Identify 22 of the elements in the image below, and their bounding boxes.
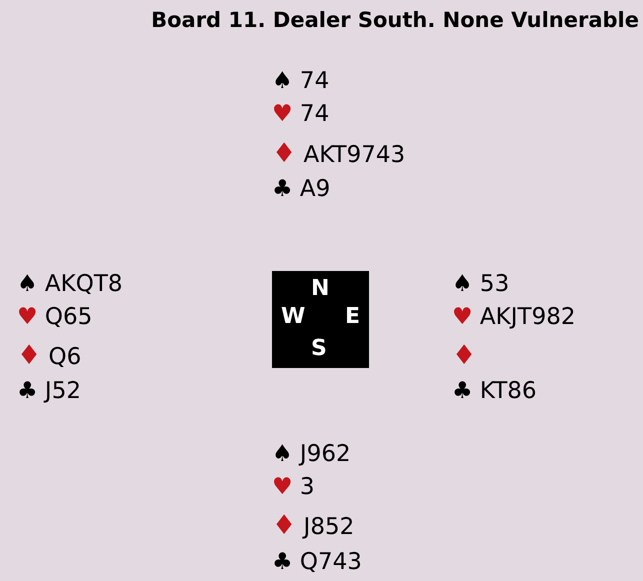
compass-direction: S [311, 337, 327, 361]
compass-box [272, 271, 369, 368]
hand-suit-holding: ♣ Q743 [272, 548, 362, 576]
hand-suit-holding: ♠ AKQT8 [17, 270, 123, 298]
hand-suit-holding: ♠ 53 [452, 270, 510, 298]
hand-suit-holding: ♠ 74 [272, 67, 330, 95]
hand-suit-holding: ♣ A9 [272, 175, 330, 203]
hand-suit-holding: ♣ KT86 [452, 377, 537, 405]
compass-direction: E [345, 305, 360, 329]
hand-suit-holding: ♥ AKJT982 [452, 303, 576, 331]
hand-suit-holding: ♥ Q65 [17, 303, 92, 331]
hand-suit-holding: ♥ 74 [272, 100, 330, 128]
hand-suit-holding: ♣ J52 [17, 377, 81, 405]
compass-direction: W [281, 305, 306, 329]
hand-suit-holding: ♥ 3 [272, 473, 315, 501]
compass-direction: N [311, 277, 330, 301]
hand-suit-holding: ♦ [452, 342, 476, 370]
hand-suit-holding: ♦ AKT9743 [272, 140, 406, 169]
hand-suit-holding: ♠ J962 [272, 440, 351, 468]
title: Board 11. Dealer South. None Vulnerable [150, 8, 640, 32]
hand-suit-holding: ♦ J852 [272, 512, 354, 541]
hand-suit-holding: ♦ Q6 [17, 342, 82, 371]
